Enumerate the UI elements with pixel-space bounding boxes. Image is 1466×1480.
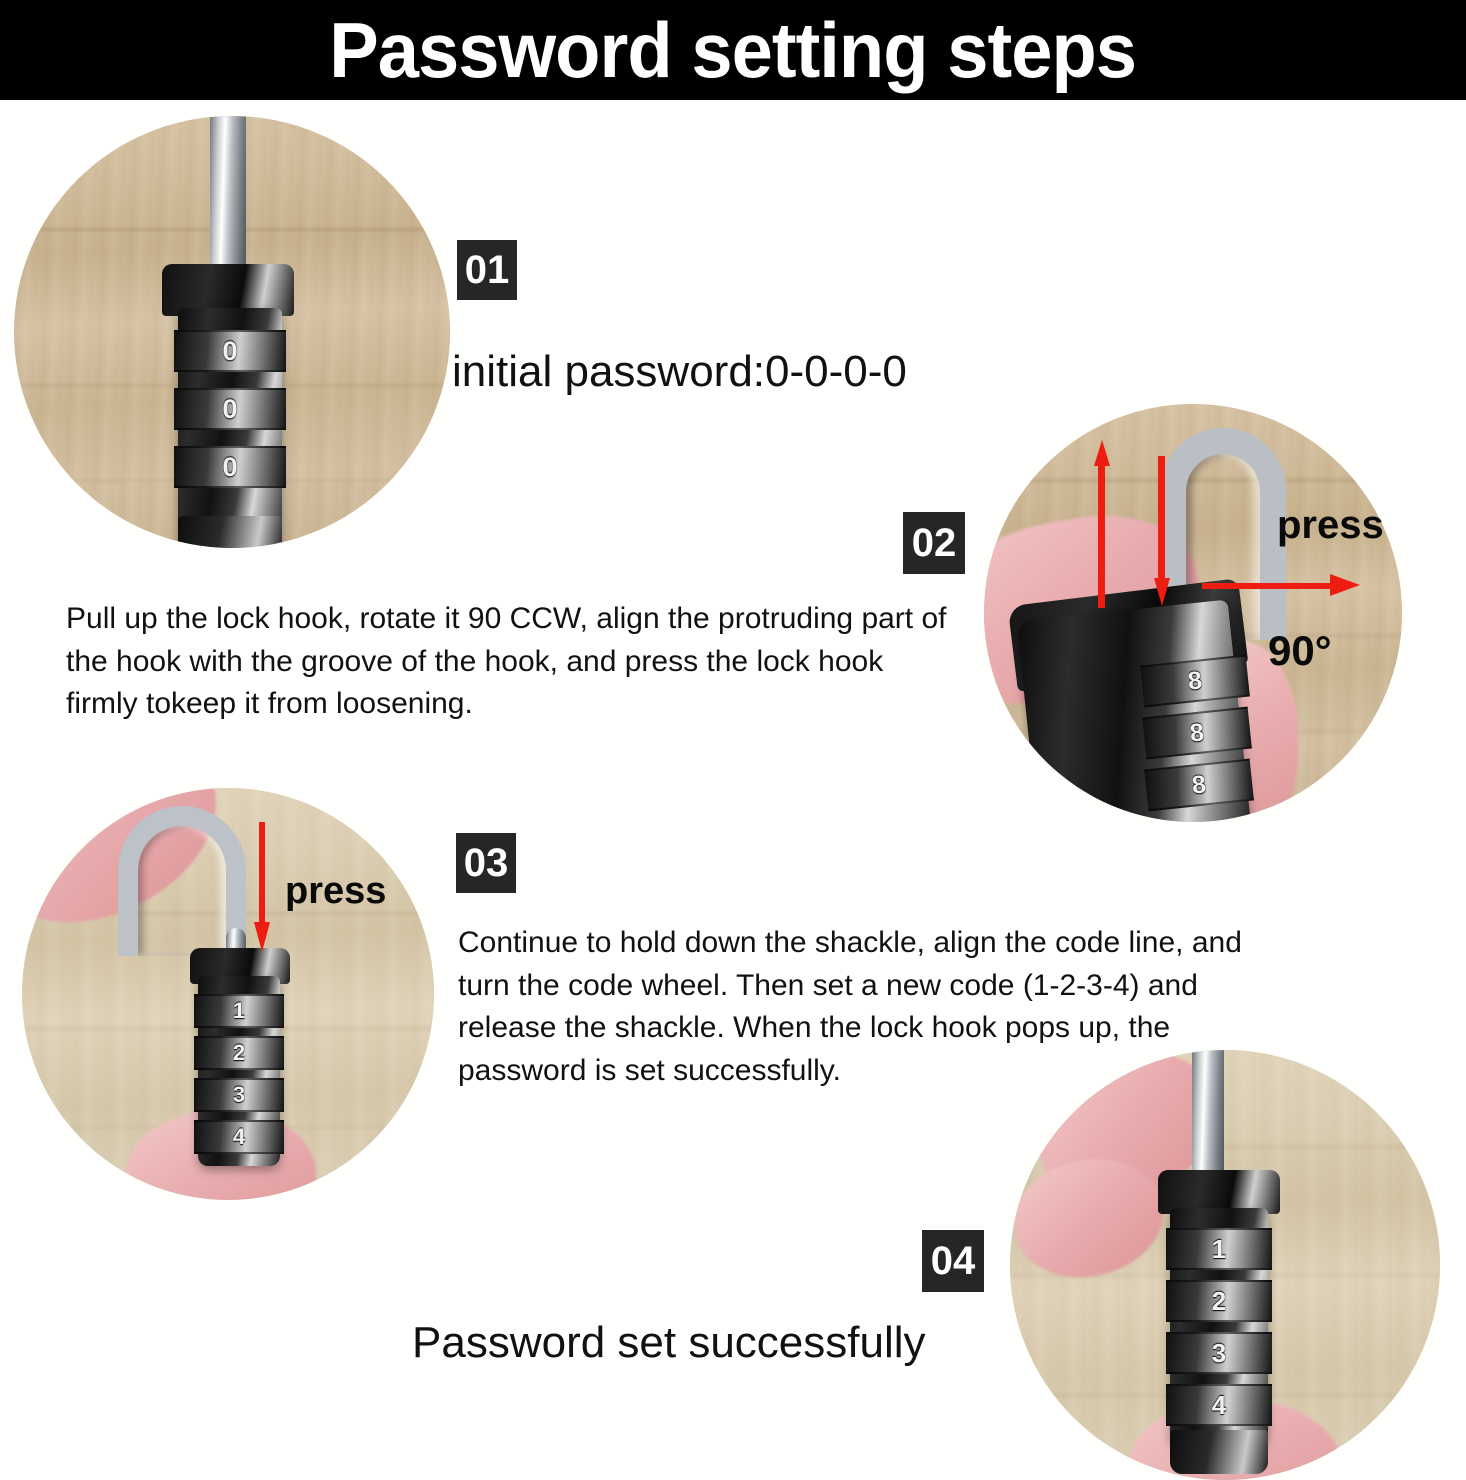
code-dial: 3 (1166, 1332, 1272, 1374)
lock-password-set-photo: 1 2 3 4 (1010, 1050, 1440, 1480)
step-badge-03: 03 (456, 833, 516, 893)
photo-clip-04: 1 2 3 4 (1010, 1050, 1440, 1480)
code-dial: 3 (194, 1078, 284, 1112)
photo-clip-01: 0 0 0 (14, 116, 450, 548)
press-label-03: press (285, 870, 387, 912)
code-dial: 4 (194, 1120, 284, 1154)
step-badge-01: 01 (457, 240, 517, 300)
photo-clip-03: 1 2 3 4 (22, 788, 434, 1200)
code-dial: 0 (174, 388, 286, 430)
lock-cap (162, 264, 294, 316)
dial-digit: 2 (232, 1040, 246, 1065)
step-02-paragraph: Pull up the lock hook, rotate it 90 CCW,… (66, 602, 947, 721)
step-badge-02: 02 (903, 512, 965, 574)
dial-digit: 3 (232, 1082, 246, 1107)
dial-digit: 8 (1186, 665, 1204, 696)
wood-grain-line (1010, 1144, 1440, 1148)
step-04-headline: Password set successfully (412, 1318, 926, 1367)
code-dial: 0 (174, 446, 286, 488)
arrow-right-icon (1202, 574, 1362, 596)
code-dial: 2 (194, 1036, 284, 1070)
page-title: Password setting steps (329, 6, 1138, 94)
dial-digit: 8 (1188, 717, 1206, 748)
press-label-02: press (1277, 503, 1384, 547)
lock-set-code-photo: 1 2 3 4 (22, 788, 434, 1200)
lock-rotate-hook-photo: 8 8 8 (984, 404, 1402, 822)
header-banner: Password setting steps (0, 0, 1466, 100)
lock-initial-state-photo: 0 0 0 (14, 116, 450, 548)
arrow-down-icon (1154, 456, 1170, 608)
dial-digit: 0 (222, 451, 238, 482)
dial-digit: 0 (222, 335, 238, 366)
code-dial: 0 (174, 330, 286, 372)
step-badge-04: 04 (922, 1230, 984, 1292)
photo-clip-02: 8 8 8 (984, 404, 1402, 822)
dial-digit: 1 (1211, 1234, 1227, 1264)
angle-label-02: 90° (1268, 627, 1332, 674)
dial-digit: 3 (1211, 1338, 1227, 1368)
code-dial: 2 (1166, 1280, 1272, 1322)
code-dial: 1 (194, 994, 284, 1028)
step-03-paragraph: Continue to hold down the shackle, align… (458, 926, 1242, 1087)
shackle (210, 116, 246, 288)
dial-digit: 0 (222, 393, 238, 424)
dial-digit: 4 (232, 1124, 246, 1149)
lock-foot (178, 516, 282, 548)
lock-foot (1170, 1430, 1268, 1474)
arrow-up-icon (1094, 440, 1110, 608)
arrow-down-icon (254, 822, 270, 956)
dial-digit: 2 (1211, 1286, 1227, 1316)
code-dial: 1 (1166, 1228, 1272, 1270)
step-01-headline: initial password:0-0-0-0 (452, 347, 907, 396)
dial-digit: 4 (1211, 1390, 1227, 1420)
shackle (1192, 1050, 1224, 1188)
dial-digit: 1 (232, 998, 246, 1023)
dial-digit: 8 (1190, 769, 1208, 800)
code-dial: 4 (1166, 1384, 1272, 1426)
lock-cap (1158, 1170, 1280, 1214)
